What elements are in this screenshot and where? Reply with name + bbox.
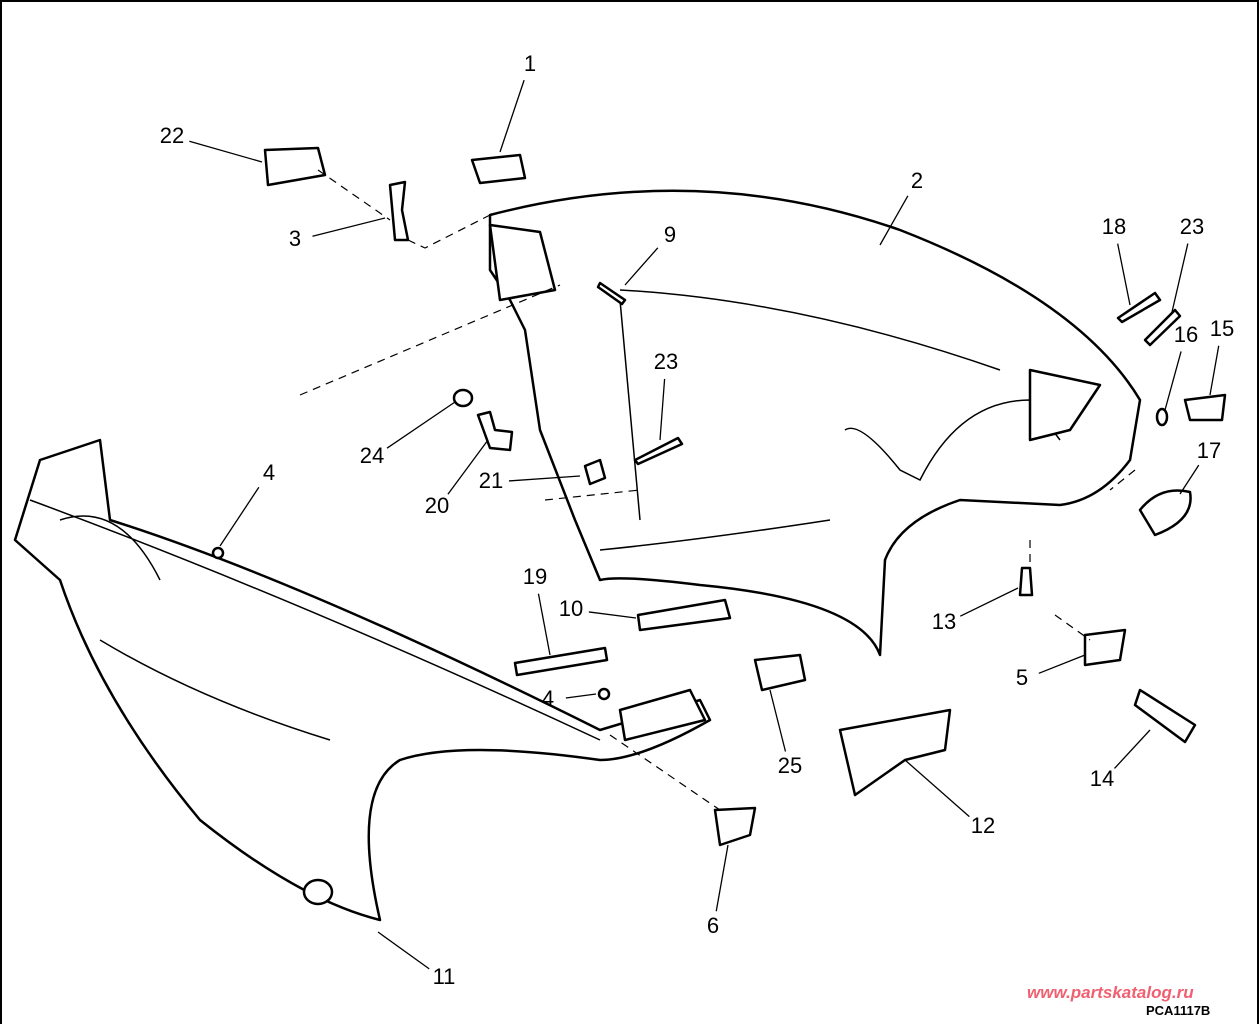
part-23-screw-2: [633, 436, 684, 466]
part-5-clip: [1083, 628, 1127, 667]
leader-line: [588, 611, 637, 619]
callout-number: 18: [1102, 214, 1126, 239]
callout-layer: 1 22 3 2 9 18 23 16 15 23 24 20 21 4 17 13 19 10 4 5 25 12 14 6…: [160, 51, 1234, 989]
callout-number: 21: [479, 468, 503, 493]
leader-line: [312, 217, 386, 237]
part-24-grommet: [452, 388, 474, 408]
leader-line: [1113, 729, 1151, 769]
callout-number: 23: [1180, 214, 1204, 239]
leader-line: [537, 593, 551, 656]
lower-cowl-part: [13, 438, 712, 922]
diagram-code: PCA1117B: [1146, 1003, 1211, 1018]
callout-number: 11: [433, 964, 456, 989]
callout-number: 24: [360, 443, 384, 468]
leader-line: [377, 931, 430, 970]
leader-line: [1038, 654, 1086, 674]
leader-line: [508, 475, 581, 482]
callout-number: 13: [932, 609, 956, 634]
callout-number: 23: [654, 349, 678, 374]
callout-number: 4: [263, 460, 275, 485]
leader-line: [1164, 351, 1182, 411]
leader-line: [769, 689, 787, 752]
leader-line: [879, 195, 909, 246]
lower-cowl-hole: [302, 878, 334, 906]
watermark: www.partskatalog.ru: [1027, 983, 1194, 1002]
leader-line: [715, 844, 729, 912]
leader-line: [1179, 464, 1200, 495]
bracket-part: [618, 688, 707, 742]
part-17-pad: [1138, 489, 1192, 537]
callout-number: 22: [160, 123, 184, 148]
part-22-latch: [263, 146, 327, 187]
callout-number: 2: [911, 168, 923, 193]
callout-number: 14: [1090, 766, 1114, 791]
leader-line: [565, 693, 597, 699]
callout-number: 15: [1210, 316, 1234, 341]
part-14-pin: [1133, 688, 1197, 744]
leader-line: [219, 486, 260, 547]
latch-bracket: [488, 223, 557, 302]
part-15-bracket: [1183, 393, 1227, 422]
part-1-cap: [470, 153, 527, 185]
leader-line: [659, 378, 666, 441]
part-18-screw: [1116, 291, 1162, 324]
leader-line: [1117, 243, 1131, 306]
part-4-nut: [211, 546, 225, 560]
leader-line: [624, 247, 659, 286]
part-3-hook: [388, 180, 410, 242]
callout-number: 25: [778, 753, 802, 778]
part-20-stud: [476, 410, 514, 452]
callout-number: 12: [971, 813, 995, 838]
callout-number: 6: [707, 913, 719, 938]
part-6-clip: [713, 806, 757, 847]
callout-number: 9: [664, 222, 676, 247]
callout-number: 17: [1197, 438, 1221, 463]
leader-line: [386, 401, 456, 449]
assembly-lines: [299, 169, 1136, 811]
leader-line: [447, 439, 489, 495]
upper-cowl-part: [488, 189, 1142, 657]
callout-number: 4: [542, 686, 554, 711]
part-12-latch: [838, 708, 952, 797]
part-9-screw: [596, 281, 627, 306]
part-19-strip: [513, 646, 609, 677]
callout-number: 10: [559, 596, 583, 621]
part-23-screw: [1143, 308, 1182, 347]
callout-number: 1: [524, 51, 536, 76]
callout-number: 16: [1174, 322, 1198, 347]
callout-number: 3: [289, 226, 301, 251]
callout-number: 5: [1016, 665, 1028, 690]
cowl-bracket: [1028, 368, 1102, 442]
callout-number: 19: [523, 564, 547, 589]
part-25-grommet: [753, 653, 807, 692]
leader-line: [1171, 243, 1189, 313]
leader-line: [1209, 345, 1220, 396]
part-13-bolt: [1018, 566, 1034, 597]
callout-number: 20: [425, 493, 449, 518]
leader-line: [189, 140, 263, 163]
part-10-tube: [636, 598, 732, 632]
part-21-pin: [583, 458, 607, 486]
leader-line: [499, 79, 525, 153]
part-4-nut-2: [597, 687, 611, 701]
leader-line: [959, 587, 1019, 617]
leader-line: [904, 759, 970, 818]
part-16-washer: [1155, 407, 1169, 427]
